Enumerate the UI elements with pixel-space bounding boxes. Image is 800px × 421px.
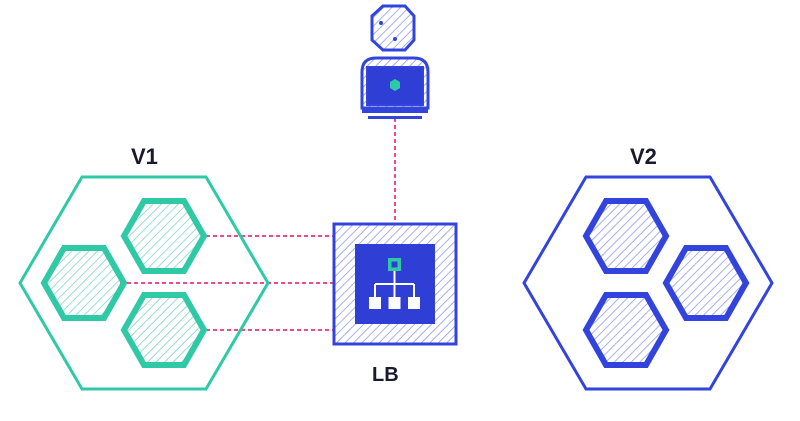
load-balancer-icon <box>332 222 458 346</box>
v1-cluster <box>18 175 270 391</box>
lb-label: LB <box>372 364 399 386</box>
v2-cluster-hexagon <box>522 175 774 391</box>
v2-pod-1-hexagon-icon <box>582 198 670 274</box>
v1-label: V1 <box>131 144 158 169</box>
connections <box>120 118 396 331</box>
v1-cluster-hexagon <box>18 175 270 391</box>
v2-cluster <box>522 175 774 391</box>
v2-label: V2 <box>630 144 657 169</box>
v1-pod-1-hexagon-icon <box>120 198 208 274</box>
v2-pod-3-hexagon-icon <box>582 292 670 368</box>
user-with-laptop-icon <box>360 4 430 119</box>
v2-pod-2-hexagon-icon <box>662 245 750 321</box>
v1-pod-2-hexagon-icon <box>40 245 128 321</box>
v1-pod-3-hexagon-icon <box>120 292 208 368</box>
